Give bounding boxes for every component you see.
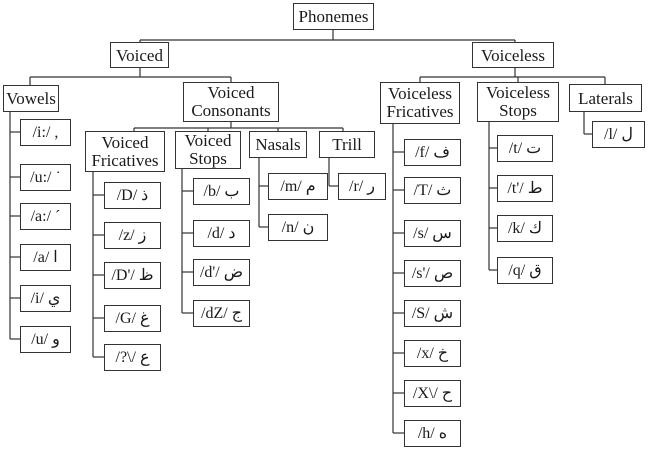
voiceless-fricative-leaf: /T/ ث: [404, 177, 461, 204]
laterals-node: Laterals: [569, 84, 642, 112]
voiceless-fricative-leaf: /f/ ف: [404, 139, 461, 166]
voiced-fricative-leaf: /?\/ ع: [104, 344, 161, 371]
voiced-stop-leaf: /d'/ ض: [193, 259, 250, 286]
vowel-leaf: /a/ ا: [20, 244, 71, 271]
voiced-stop-leaf: /dZ/ ج: [193, 300, 250, 327]
voiced-fricatives-node: Voiced Fricatives: [85, 131, 165, 172]
nasal-leaf: /n/ ن: [268, 214, 328, 241]
trill-node: Trill: [319, 131, 375, 158]
vowels-node: Vowels: [3, 85, 59, 112]
voiceless-fricatives-node: Voiceless Fricatives: [380, 82, 460, 124]
vowel-leaf: /i/ ي: [20, 285, 71, 312]
vowel-leaf: /u:/ ˙: [20, 164, 71, 191]
voiceless-stop-leaf: /k/ ك: [497, 215, 553, 242]
voiceless-fricative-leaf: /S/ ش: [404, 300, 461, 327]
vowel-leaf: /a:/ ´: [20, 203, 71, 230]
voiced-stop-leaf: /d/ د: [193, 220, 250, 247]
voiced-fricative-leaf: /D/ ذ: [104, 182, 161, 209]
voiceless-fricative-leaf: /s/ س: [404, 220, 461, 247]
nasals-node: Nasals: [249, 131, 307, 158]
trill-leaf: /r/ ر: [338, 173, 386, 200]
vowel-leaf: /u/ و: [20, 326, 71, 353]
voiceless-node: Voiceless: [472, 42, 554, 68]
voiceless-stop-leaf: /q/ ق: [497, 257, 553, 284]
vowel-leaf: /i:/ ,: [20, 119, 71, 146]
voiced-fricative-leaf: /G/ غ: [104, 305, 161, 332]
voiceless-stop-leaf: /t/ ت: [497, 135, 553, 162]
voiced-fricative-leaf: /z/ ز: [104, 222, 161, 249]
voiceless-stops-node: Voiceless Stops: [477, 82, 559, 122]
voiced-fricative-leaf: /D'/ ظ: [104, 262, 161, 289]
lateral-leaf: /l/ ل: [592, 121, 645, 148]
voiced-consonants-node: Voiced Consonants: [183, 82, 279, 122]
voiceless-stop-leaf: /t'/ ط: [497, 175, 553, 202]
voiceless-fricative-leaf: /h/ ه: [404, 420, 461, 447]
voiced-stop-leaf: /b/ ب: [193, 178, 250, 205]
voiceless-fricative-leaf: /s'/ ص: [404, 260, 461, 287]
voiceless-fricative-leaf: /x/ خ: [404, 340, 461, 367]
voiced-node: Voiced: [110, 42, 169, 68]
voiceless-fricative-leaf: /X\/ ح: [404, 380, 461, 407]
nasal-leaf: /m/ م: [268, 173, 328, 200]
phonemes-root-node: Phonemes: [293, 3, 374, 30]
voiced-stops-node: Voiced Stops: [175, 131, 241, 169]
